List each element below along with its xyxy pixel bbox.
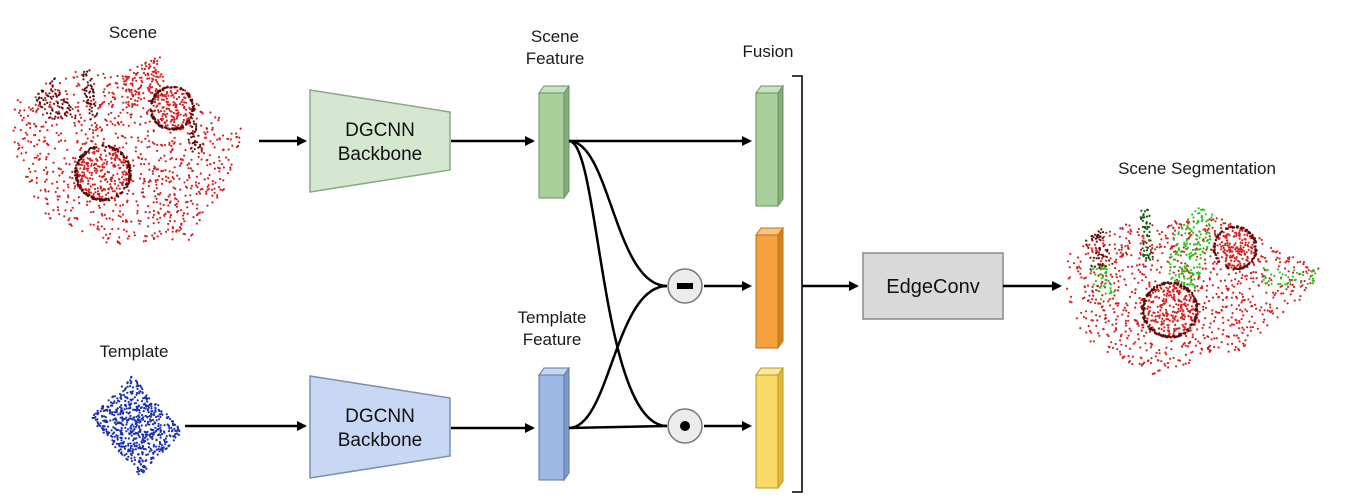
template-feature-label-line1: Template <box>518 308 587 327</box>
scene-feature-bar <box>538 84 570 200</box>
scene-backbone-label-line1: DGCNN <box>345 120 415 141</box>
connection-arrows <box>185 136 1062 433</box>
product-feature-bar <box>755 366 784 490</box>
template-feature-bar <box>538 366 570 482</box>
scene-segmentation-label: Scene Segmentation <box>1118 159 1276 178</box>
fusion-bracket <box>792 75 803 493</box>
segmentation-point-cloud <box>1066 207 1320 375</box>
fusion-label: Fusion <box>742 42 793 61</box>
difference-feature-bar <box>755 226 784 350</box>
curve-template-to-subtract <box>568 284 668 430</box>
curve-scene-to-subtract <box>568 139 668 288</box>
curve-scene-to-multiply <box>568 139 668 428</box>
edgeconv-label: EdgeConv <box>886 276 979 298</box>
scene-backbone-label-line2: Backbone <box>338 144 423 165</box>
template-backbone-block <box>309 375 451 479</box>
scene-label: Scene <box>109 23 157 42</box>
scene-feature-label-line1: Scene <box>531 27 579 46</box>
template-backbone-label-line2: Backbone <box>338 430 423 451</box>
multiply-operator <box>667 408 703 444</box>
template-backbone-label-line1: DGCNN <box>345 406 415 427</box>
scene-point-cloud <box>12 56 242 245</box>
template-feature-label-line2: Feature <box>523 330 582 349</box>
line-template-to-multiply <box>568 424 668 430</box>
template-point-cloud <box>91 375 181 476</box>
template-label: Template <box>100 342 169 361</box>
scene-feature-label-line2: Feature <box>526 49 585 68</box>
fused-scene-feature-bar <box>755 84 784 208</box>
subtract-operator <box>667 268 703 304</box>
scene-backbone-block <box>309 89 451 193</box>
